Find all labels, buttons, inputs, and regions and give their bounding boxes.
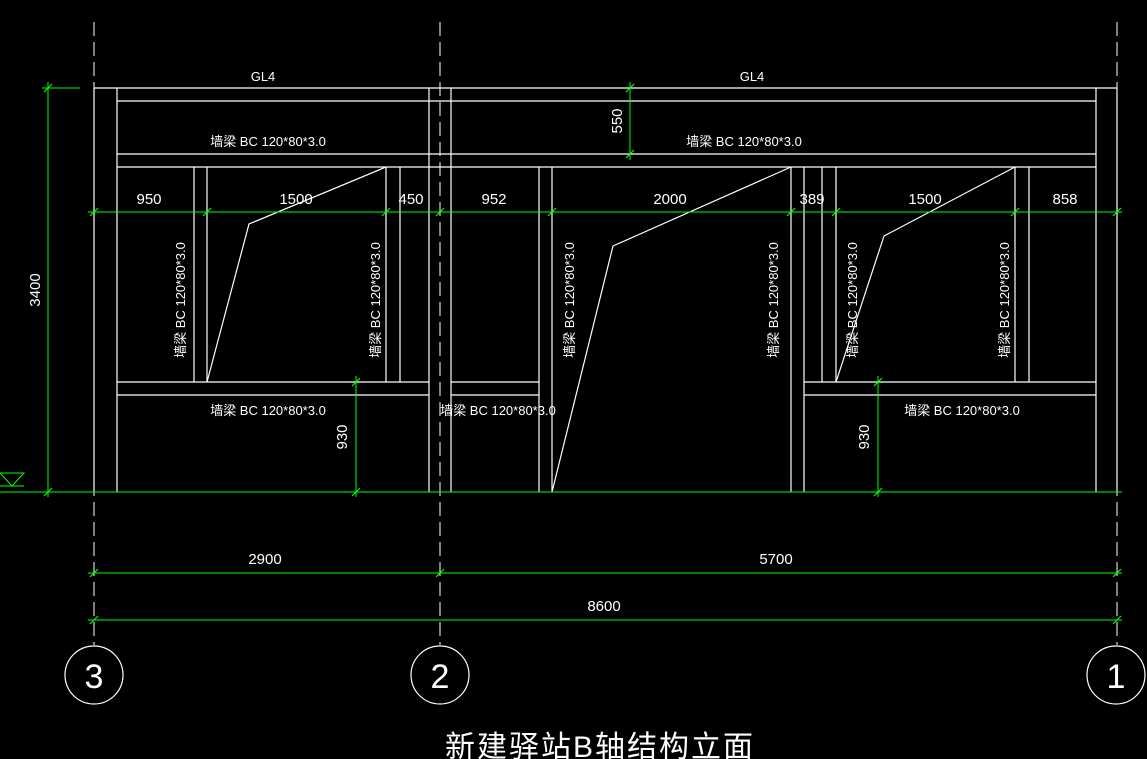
dimension-text: 3400 — [27, 273, 44, 306]
beam-label: GL4 — [740, 69, 765, 84]
member-label: 墙梁 BC 120*80*3.0 — [210, 403, 326, 418]
member-label: 墙梁 BC 120*80*3.0 — [173, 242, 188, 358]
dimension-text: 930 — [334, 424, 351, 449]
dimension-lines — [0, 82, 1122, 625]
dimension-text: 858 — [1052, 191, 1077, 208]
axis-bubble — [1086, 645, 1146, 705]
frame — [93, 87, 1118, 493]
axis-bubble — [64, 645, 124, 705]
beam-label: GL4 — [251, 69, 276, 84]
axis-bubbles: 3 2 1 — [64, 645, 1146, 705]
axis-bubble — [410, 645, 470, 705]
dimension-text: 1500 — [279, 191, 312, 208]
member-label: 墙梁 BC 120*80*3.0 — [440, 403, 556, 418]
axis-label: 3 — [85, 658, 104, 696]
dimension-texts: 950 1500 450 952 2000 389 1500 858 3400 … — [27, 108, 1078, 615]
door-opening-line — [551, 166, 792, 493]
member-label: 墙梁 BC 120*80*3.0 — [997, 242, 1012, 358]
member-label: 墙梁 BC 120*80*3.0 — [210, 134, 326, 149]
member-label: 墙梁 BC 120*80*3.0 — [686, 134, 802, 149]
axis-label: 1 — [1107, 658, 1126, 696]
member-label: 墙梁 BC 120*80*3.0 — [562, 242, 577, 358]
level-marker — [0, 472, 26, 487]
drawing-title: 新建驿站B轴结构立面 — [445, 731, 755, 759]
dimension-text: 2000 — [653, 191, 686, 208]
dimension-text: 450 — [398, 191, 423, 208]
member-label: 墙梁 BC 120*80*3.0 — [766, 242, 781, 358]
dimension-text: 2900 — [248, 551, 281, 568]
dimension-text: 550 — [609, 108, 626, 133]
member-label: 墙梁 BC 120*80*3.0 — [368, 242, 383, 358]
member-label: 墙梁 BC 120*80*3.0 — [845, 242, 860, 358]
beam-labels: GL4 GL4 — [251, 69, 765, 84]
dimension-text: 5700 — [759, 551, 792, 568]
dimension-text: 1500 — [908, 191, 941, 208]
axis-label: 2 — [431, 658, 450, 696]
dimension-text: 930 — [856, 424, 873, 449]
dimension-text: 952 — [481, 191, 506, 208]
dimension-text: 8600 — [587, 598, 620, 615]
dimension-text: 389 — [799, 191, 824, 208]
window-opening-line — [835, 166, 1016, 383]
window-opening-line — [206, 166, 387, 383]
member-labels: 墙梁 BC 120*80*3.0 墙梁 BC 120*80*3.0 墙梁 BC … — [173, 134, 1020, 418]
member-label: 墙梁 BC 120*80*3.0 — [904, 403, 1020, 418]
dimension-text: 950 — [136, 191, 161, 208]
